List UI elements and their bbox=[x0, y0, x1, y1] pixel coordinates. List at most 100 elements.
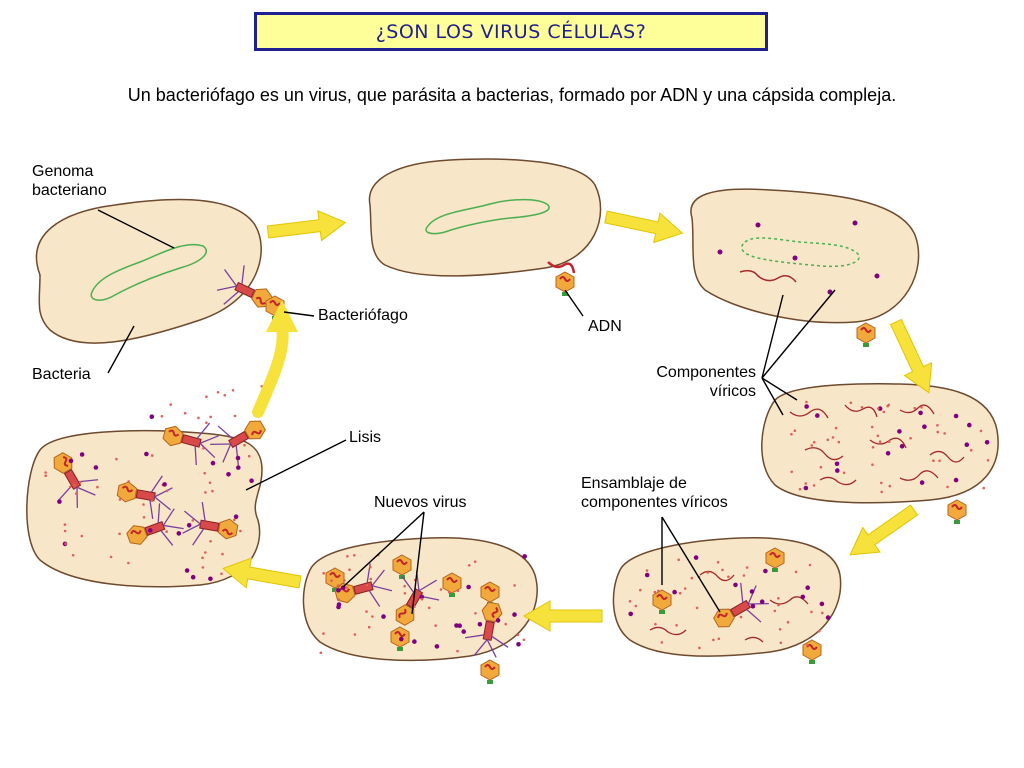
protein-dot bbox=[330, 579, 333, 582]
protein-dot bbox=[209, 415, 212, 419]
page-subtitle: Un bacteriófago es un virus, que parásit… bbox=[127, 85, 897, 105]
protein-dot bbox=[812, 440, 816, 444]
protein-dot bbox=[64, 542, 67, 546]
protein-dot bbox=[899, 444, 905, 449]
protein-dot bbox=[695, 606, 699, 610]
protein-dot bbox=[165, 530, 168, 533]
label-assembly: Ensamblaje de componentes víricos bbox=[581, 475, 728, 511]
protein-dot bbox=[953, 477, 959, 483]
protein-dot bbox=[427, 606, 431, 610]
protein-dot bbox=[473, 560, 477, 563]
protein-dot bbox=[739, 615, 743, 619]
protein-dot bbox=[150, 499, 154, 503]
protein-dot bbox=[466, 584, 471, 590]
protein-dot bbox=[413, 605, 416, 608]
label-bacteria: Bacteria bbox=[32, 366, 91, 383]
protein-dot bbox=[346, 555, 349, 558]
protein-dot bbox=[778, 628, 782, 631]
protein-dot bbox=[68, 458, 74, 464]
protein-dot bbox=[78, 480, 82, 484]
cell-replication bbox=[761, 383, 999, 525]
protein-dot bbox=[456, 649, 459, 653]
protein-dot bbox=[986, 459, 990, 462]
protein-dot bbox=[806, 643, 809, 647]
protein-dot bbox=[150, 454, 154, 457]
protein-dot bbox=[878, 440, 882, 444]
protein-dot bbox=[44, 471, 47, 474]
protein-dot bbox=[634, 604, 638, 608]
protein-dot bbox=[516, 633, 520, 637]
protein-dot bbox=[727, 575, 730, 579]
protein-dot bbox=[953, 413, 959, 419]
protein-dot bbox=[721, 568, 724, 572]
protein-dot bbox=[887, 440, 891, 444]
protein-dot bbox=[678, 591, 682, 595]
protein-dot bbox=[653, 590, 657, 594]
protein-dot bbox=[750, 604, 756, 609]
page-title: ¿SON LOS VIRUS CÉLULAS? bbox=[254, 12, 768, 51]
protein-dot bbox=[169, 403, 172, 406]
protein-dot bbox=[235, 455, 241, 461]
protein-dot bbox=[831, 436, 835, 439]
protein-dot bbox=[434, 624, 437, 627]
protein-dot bbox=[44, 474, 47, 478]
protein-dot bbox=[216, 391, 220, 394]
protein-dot bbox=[938, 459, 941, 463]
protein-dot bbox=[628, 611, 633, 617]
protein-dot bbox=[204, 491, 207, 494]
protein-dot bbox=[403, 584, 406, 588]
protein-dot bbox=[810, 444, 814, 447]
protein-dot bbox=[522, 554, 527, 559]
protein-dot bbox=[419, 594, 425, 600]
protein-dot bbox=[849, 401, 853, 405]
protein-dot bbox=[190, 574, 196, 580]
protein-dot bbox=[821, 611, 824, 615]
protein-dot bbox=[777, 597, 780, 600]
label-bacteriophage: Bacteriófago bbox=[318, 307, 408, 324]
protein-dot bbox=[777, 603, 780, 607]
protein-dot bbox=[220, 572, 223, 576]
protein-dot bbox=[645, 569, 649, 572]
protein-dot bbox=[805, 400, 808, 404]
protein-dot bbox=[819, 465, 823, 469]
protein-dot bbox=[793, 429, 797, 433]
protein-dot bbox=[706, 571, 710, 574]
protein-dot bbox=[118, 532, 121, 536]
protein-dot bbox=[683, 587, 687, 590]
protein-dot bbox=[439, 588, 443, 591]
protein-dot bbox=[353, 633, 357, 636]
protein-dot bbox=[516, 642, 521, 647]
protein-dot bbox=[79, 452, 85, 457]
protein-dot bbox=[226, 472, 231, 477]
protein-dot bbox=[371, 615, 374, 618]
protein-dot bbox=[936, 424, 939, 427]
protein-dot bbox=[183, 411, 187, 415]
cell-components bbox=[690, 188, 920, 348]
protein-dot bbox=[876, 407, 880, 410]
protein-dot bbox=[223, 393, 226, 397]
protein-dot bbox=[657, 589, 660, 593]
protein-dot bbox=[733, 582, 738, 588]
protein-dot bbox=[165, 489, 169, 493]
protein-dot bbox=[920, 406, 923, 409]
protein-dot bbox=[943, 432, 946, 435]
protein-dot bbox=[982, 486, 985, 490]
protein-dot bbox=[825, 615, 831, 620]
protein-dot bbox=[162, 482, 167, 487]
protein-dot bbox=[184, 568, 190, 573]
protein-dot bbox=[109, 555, 113, 559]
protein-dot bbox=[826, 438, 830, 442]
label-genome: Genoma bacteriano bbox=[32, 163, 107, 199]
protein-dot bbox=[365, 583, 369, 587]
protein-dot bbox=[127, 561, 130, 565]
protein-dot bbox=[236, 465, 241, 470]
protein-dot bbox=[834, 426, 838, 430]
protein-dot bbox=[810, 610, 813, 614]
protein-dot bbox=[779, 641, 783, 645]
protein-dot bbox=[749, 589, 755, 594]
protein-dot bbox=[365, 610, 368, 613]
arrow-2 bbox=[602, 201, 686, 249]
protein-dot bbox=[468, 564, 471, 567]
protein-dot bbox=[233, 514, 239, 519]
